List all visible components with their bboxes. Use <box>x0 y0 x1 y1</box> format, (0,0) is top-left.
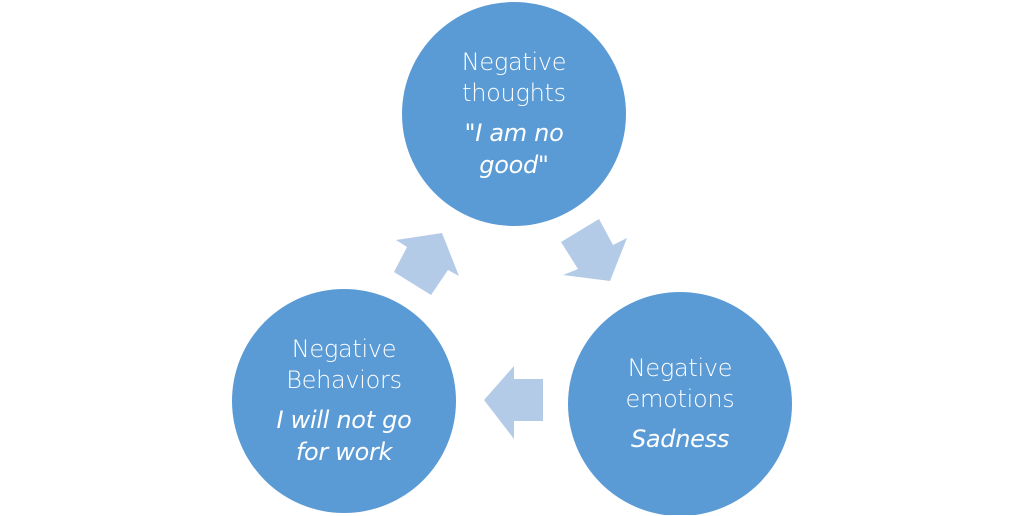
node-title-line: emotions <box>625 385 735 413</box>
arrow-emotions-to-behaviors <box>484 366 543 439</box>
node-behaviors: Negative Behaviors I will not go for wor… <box>232 289 456 513</box>
node-example-line: for work <box>295 438 393 466</box>
node-title: Negative thoughts <box>461 47 567 109</box>
node-title: Negative emotions <box>626 353 735 415</box>
node-title-line: Behaviors <box>286 366 402 394</box>
node-thoughts: Negative thoughts "I am no good" <box>402 2 626 226</box>
node-example: Sadness <box>631 423 729 455</box>
node-title-line: Negative <box>291 335 397 363</box>
node-example: "I am no good" <box>465 117 564 181</box>
node-title: Negative Behaviors <box>286 334 402 396</box>
node-title-line: thoughts <box>462 79 566 107</box>
node-example-line: good" <box>479 151 549 179</box>
node-title-line: Negative <box>461 48 567 76</box>
node-title-line: Negative <box>627 354 733 382</box>
node-circle-emotions <box>568 292 792 515</box>
node-circle-thoughts <box>402 2 626 226</box>
node-example-line: "I am no <box>464 119 564 147</box>
arrow-thoughts-to-emotions <box>561 219 627 281</box>
arrow-behaviors-to-thoughts <box>394 233 459 295</box>
node-circle-behaviors <box>232 289 456 513</box>
node-example-line: Sadness <box>630 425 730 453</box>
node-example-line: I will not go <box>276 406 412 434</box>
node-example: I will not go for work <box>277 404 412 468</box>
node-emotions: Negative emotions Sadness <box>568 292 792 516</box>
